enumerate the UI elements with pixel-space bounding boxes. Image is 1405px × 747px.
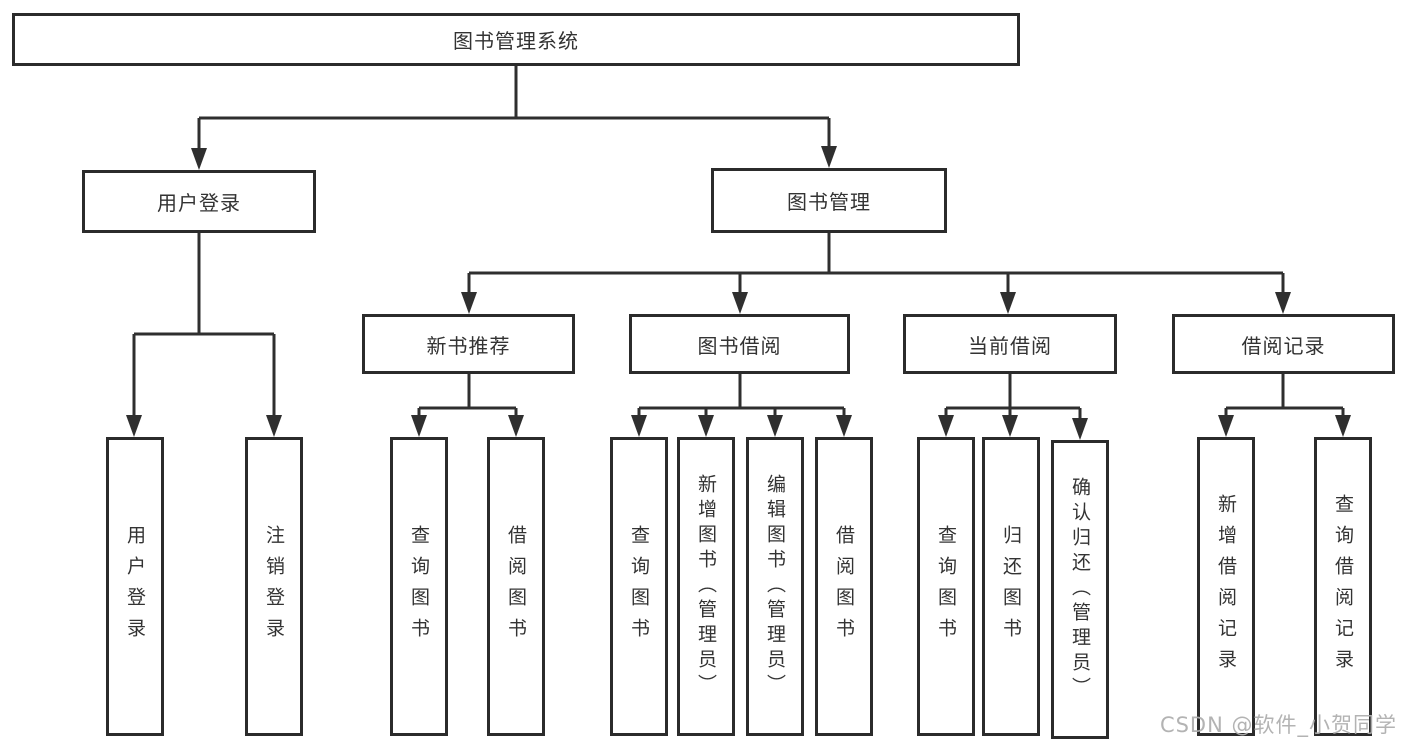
node-leaf-logout: 注销登录 — [245, 437, 303, 736]
leaf-label: 编辑图书（管理员） — [764, 474, 786, 699]
node-user-login: 用户登录 — [82, 170, 316, 233]
leaf-label: 注销登录 — [263, 524, 285, 649]
leaf-label: 借阅图书 — [505, 524, 527, 649]
node-new-book-recommend-label: 新书推荐 — [426, 333, 511, 358]
leaf-label: 新增借阅记录 — [1215, 493, 1237, 680]
leaf-label: 查询借阅记录 — [1332, 493, 1354, 680]
leaf-label: 查询图书 — [628, 524, 650, 649]
node-current-borrow-label: 当前借阅 — [968, 333, 1052, 358]
leaf-label: 用户登录 — [124, 524, 146, 649]
csdn-watermark: CSDN @软件_小贺同学 — [1159, 713, 1397, 737]
leaf-label: 新增图书（管理员） — [695, 474, 717, 699]
node-leaf-add-borrow-record: 新增借阅记录 — [1197, 437, 1255, 736]
leaf-label: 查询图书 — [408, 524, 430, 649]
node-user-login-label: 用户登录 — [157, 191, 241, 215]
node-borrow-records-label: 借阅记录 — [1241, 333, 1326, 358]
node-book-management-label: 图书管理 — [787, 190, 871, 214]
node-leaf-current-query-books: 查询图书 — [917, 437, 975, 736]
node-leaf-user-login: 用户登录 — [106, 437, 164, 736]
node-leaf-recommend-borrow-books: 借阅图书 — [487, 437, 545, 736]
leaf-label: 确认归还（管理员） — [1069, 477, 1091, 702]
node-leaf-return-books: 归还图书 — [982, 437, 1040, 736]
node-leaf-add-books-admin: 新增图书（管理员） — [677, 437, 735, 736]
leaf-label: 查询图书 — [935, 524, 957, 649]
node-leaf-edit-books-admin: 编辑图书（管理员） — [746, 437, 804, 736]
node-root-label: 图书管理系统 — [453, 29, 579, 53]
node-current-borrow: 当前借阅 — [903, 314, 1117, 374]
node-borrow-records: 借阅记录 — [1172, 314, 1395, 374]
node-leaf-confirm-return-admin: 确认归还（管理员） — [1051, 440, 1109, 739]
node-leaf-query-borrow-record: 查询借阅记录 — [1314, 437, 1372, 736]
node-leaf-borrow-query-books: 查询图书 — [610, 437, 668, 736]
node-leaf-recommend-query-books: 查询图书 — [390, 437, 448, 736]
node-book-borrow: 图书借阅 — [629, 314, 850, 374]
node-book-management: 图书管理 — [711, 168, 947, 233]
node-book-borrow-label: 图书借阅 — [697, 333, 782, 358]
node-leaf-borrow-books: 借阅图书 — [815, 437, 873, 736]
node-root: 图书管理系统 — [12, 13, 1020, 66]
node-new-book-recommend: 新书推荐 — [362, 314, 575, 374]
leaf-label: 借阅图书 — [833, 524, 855, 649]
leaf-label: 归还图书 — [1000, 524, 1022, 649]
